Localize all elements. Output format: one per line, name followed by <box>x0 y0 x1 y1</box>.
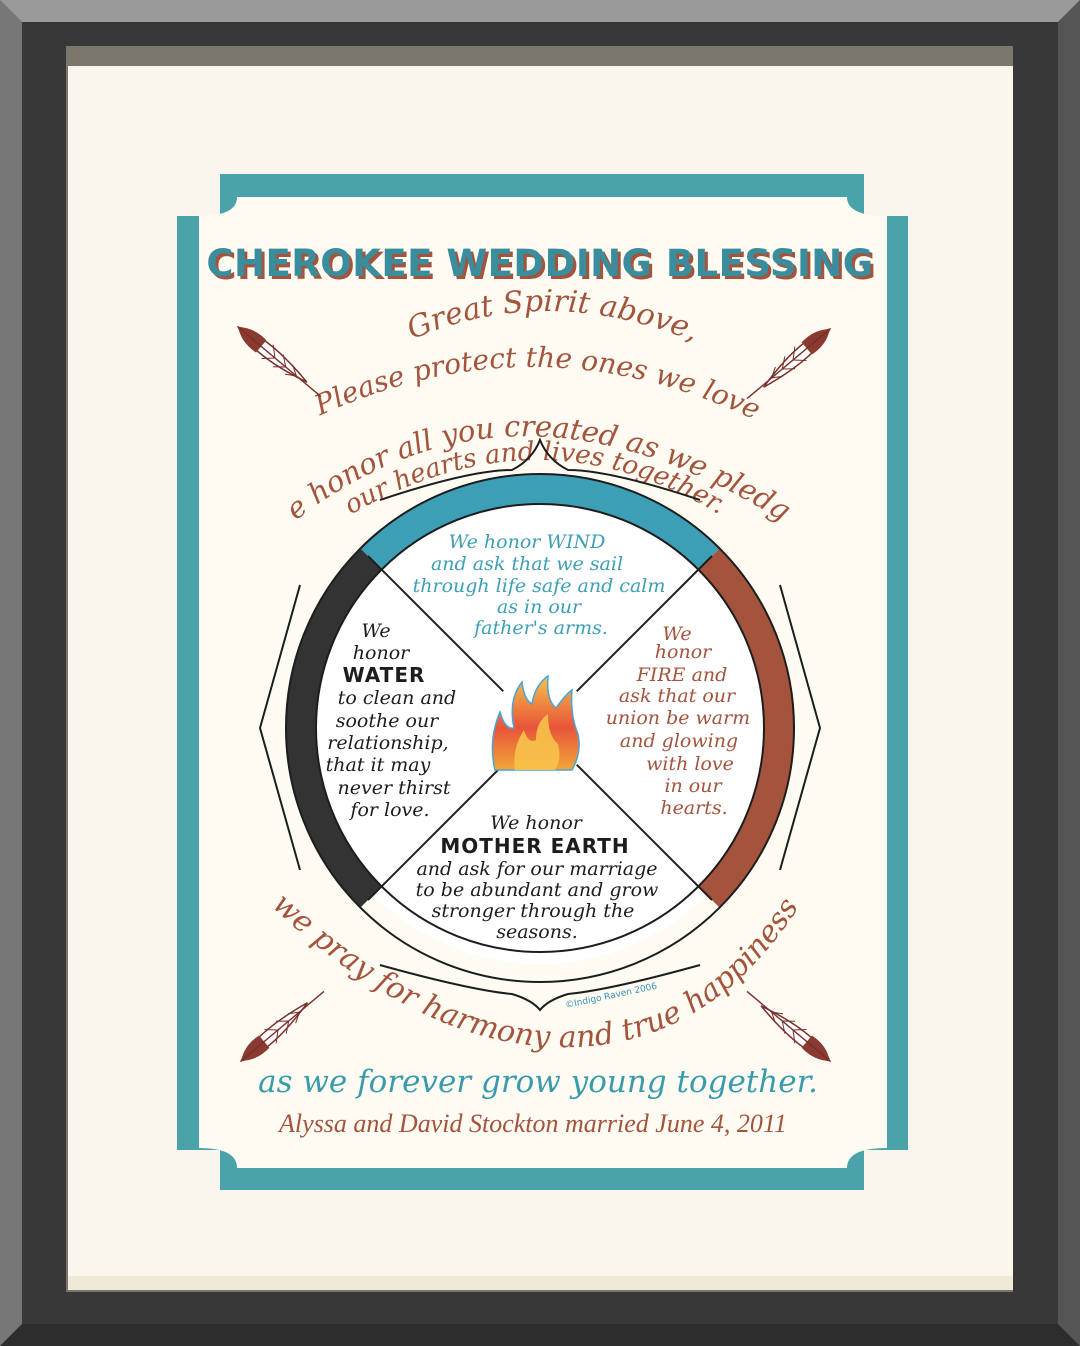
earth-line-5: stronger through the <box>432 900 635 922</box>
wind-line-4: as in our <box>497 596 583 618</box>
fire-line-6: and glowing <box>620 730 738 752</box>
blessing-bottom-line: as we forever grow young together. <box>258 1064 818 1100</box>
fire-line-7: with love <box>646 753 734 775</box>
earth-line-4: to be abundant and grow <box>416 879 659 901</box>
wind-line-2: and ask that we sail <box>431 553 623 575</box>
mat-bottom-edge <box>68 1276 1013 1290</box>
title-shadow: CHEROKEE WEDDING BLESSING <box>209 245 876 288</box>
wind-line-1: We honor WIND <box>449 531 606 553</box>
earth-line-6: seasons. <box>496 921 578 943</box>
earth-quadrant: We honor MOTHER EARTH and ask for our ma… <box>416 812 659 943</box>
wind-arc <box>360 474 720 570</box>
fire-line-8: in our <box>664 775 723 797</box>
wind-line-5: father's arms. <box>472 617 608 639</box>
frame-bevel-right <box>1058 0 1080 1346</box>
feather-icon <box>239 990 325 1063</box>
wind-quadrant: We honor WIND and ask that we sail throu… <box>413 531 666 639</box>
feather-icon <box>746 990 832 1063</box>
water-line-6: relationship, <box>327 732 448 754</box>
feather-icon <box>236 325 322 398</box>
frame-bevel-bottom <box>0 1324 1080 1346</box>
fire-line-1: We <box>662 623 691 645</box>
water-line-5: soothe our <box>336 710 440 732</box>
earth-line-3: and ask for our marriage <box>416 858 657 880</box>
fire-line-9: hearts. <box>660 797 727 819</box>
frame-bevel-left <box>0 0 22 1346</box>
feather-icon <box>746 327 832 400</box>
fire-line-4: ask that our <box>619 685 737 707</box>
water-line-4: to clean and <box>338 687 456 709</box>
earth-line-2: MOTHER EARTH <box>440 834 629 858</box>
fire-arc <box>698 548 794 908</box>
water-line-1: We <box>361 620 390 642</box>
water-line-9: for love. <box>348 799 429 821</box>
water-line-2: honor <box>353 642 411 664</box>
water-quadrant: We honor WATER to clean and soothe our r… <box>326 620 457 821</box>
water-line-7: that it may <box>326 754 431 776</box>
flame-icon <box>491 674 580 771</box>
fire-line-2: honor <box>655 641 713 663</box>
fire-quadrant: We honor FIRE and ask that our union be … <box>606 623 750 819</box>
page-title: CHEROKEE WEDDING BLESSING <box>206 242 873 285</box>
water-arc <box>286 548 382 908</box>
water-line-3: WATER <box>343 663 426 687</box>
earth-line-1: We honor <box>490 812 584 834</box>
fire-line-5: union be warm <box>606 707 750 729</box>
dedication-text: Alyssa and David Stockton married June 4… <box>277 1109 787 1138</box>
water-line-8: never thirst <box>338 777 451 799</box>
wind-line-3: through life safe and calm <box>413 575 666 597</box>
fire-line-3: FIRE and <box>636 664 728 686</box>
frame-bevel-top <box>0 0 1080 22</box>
